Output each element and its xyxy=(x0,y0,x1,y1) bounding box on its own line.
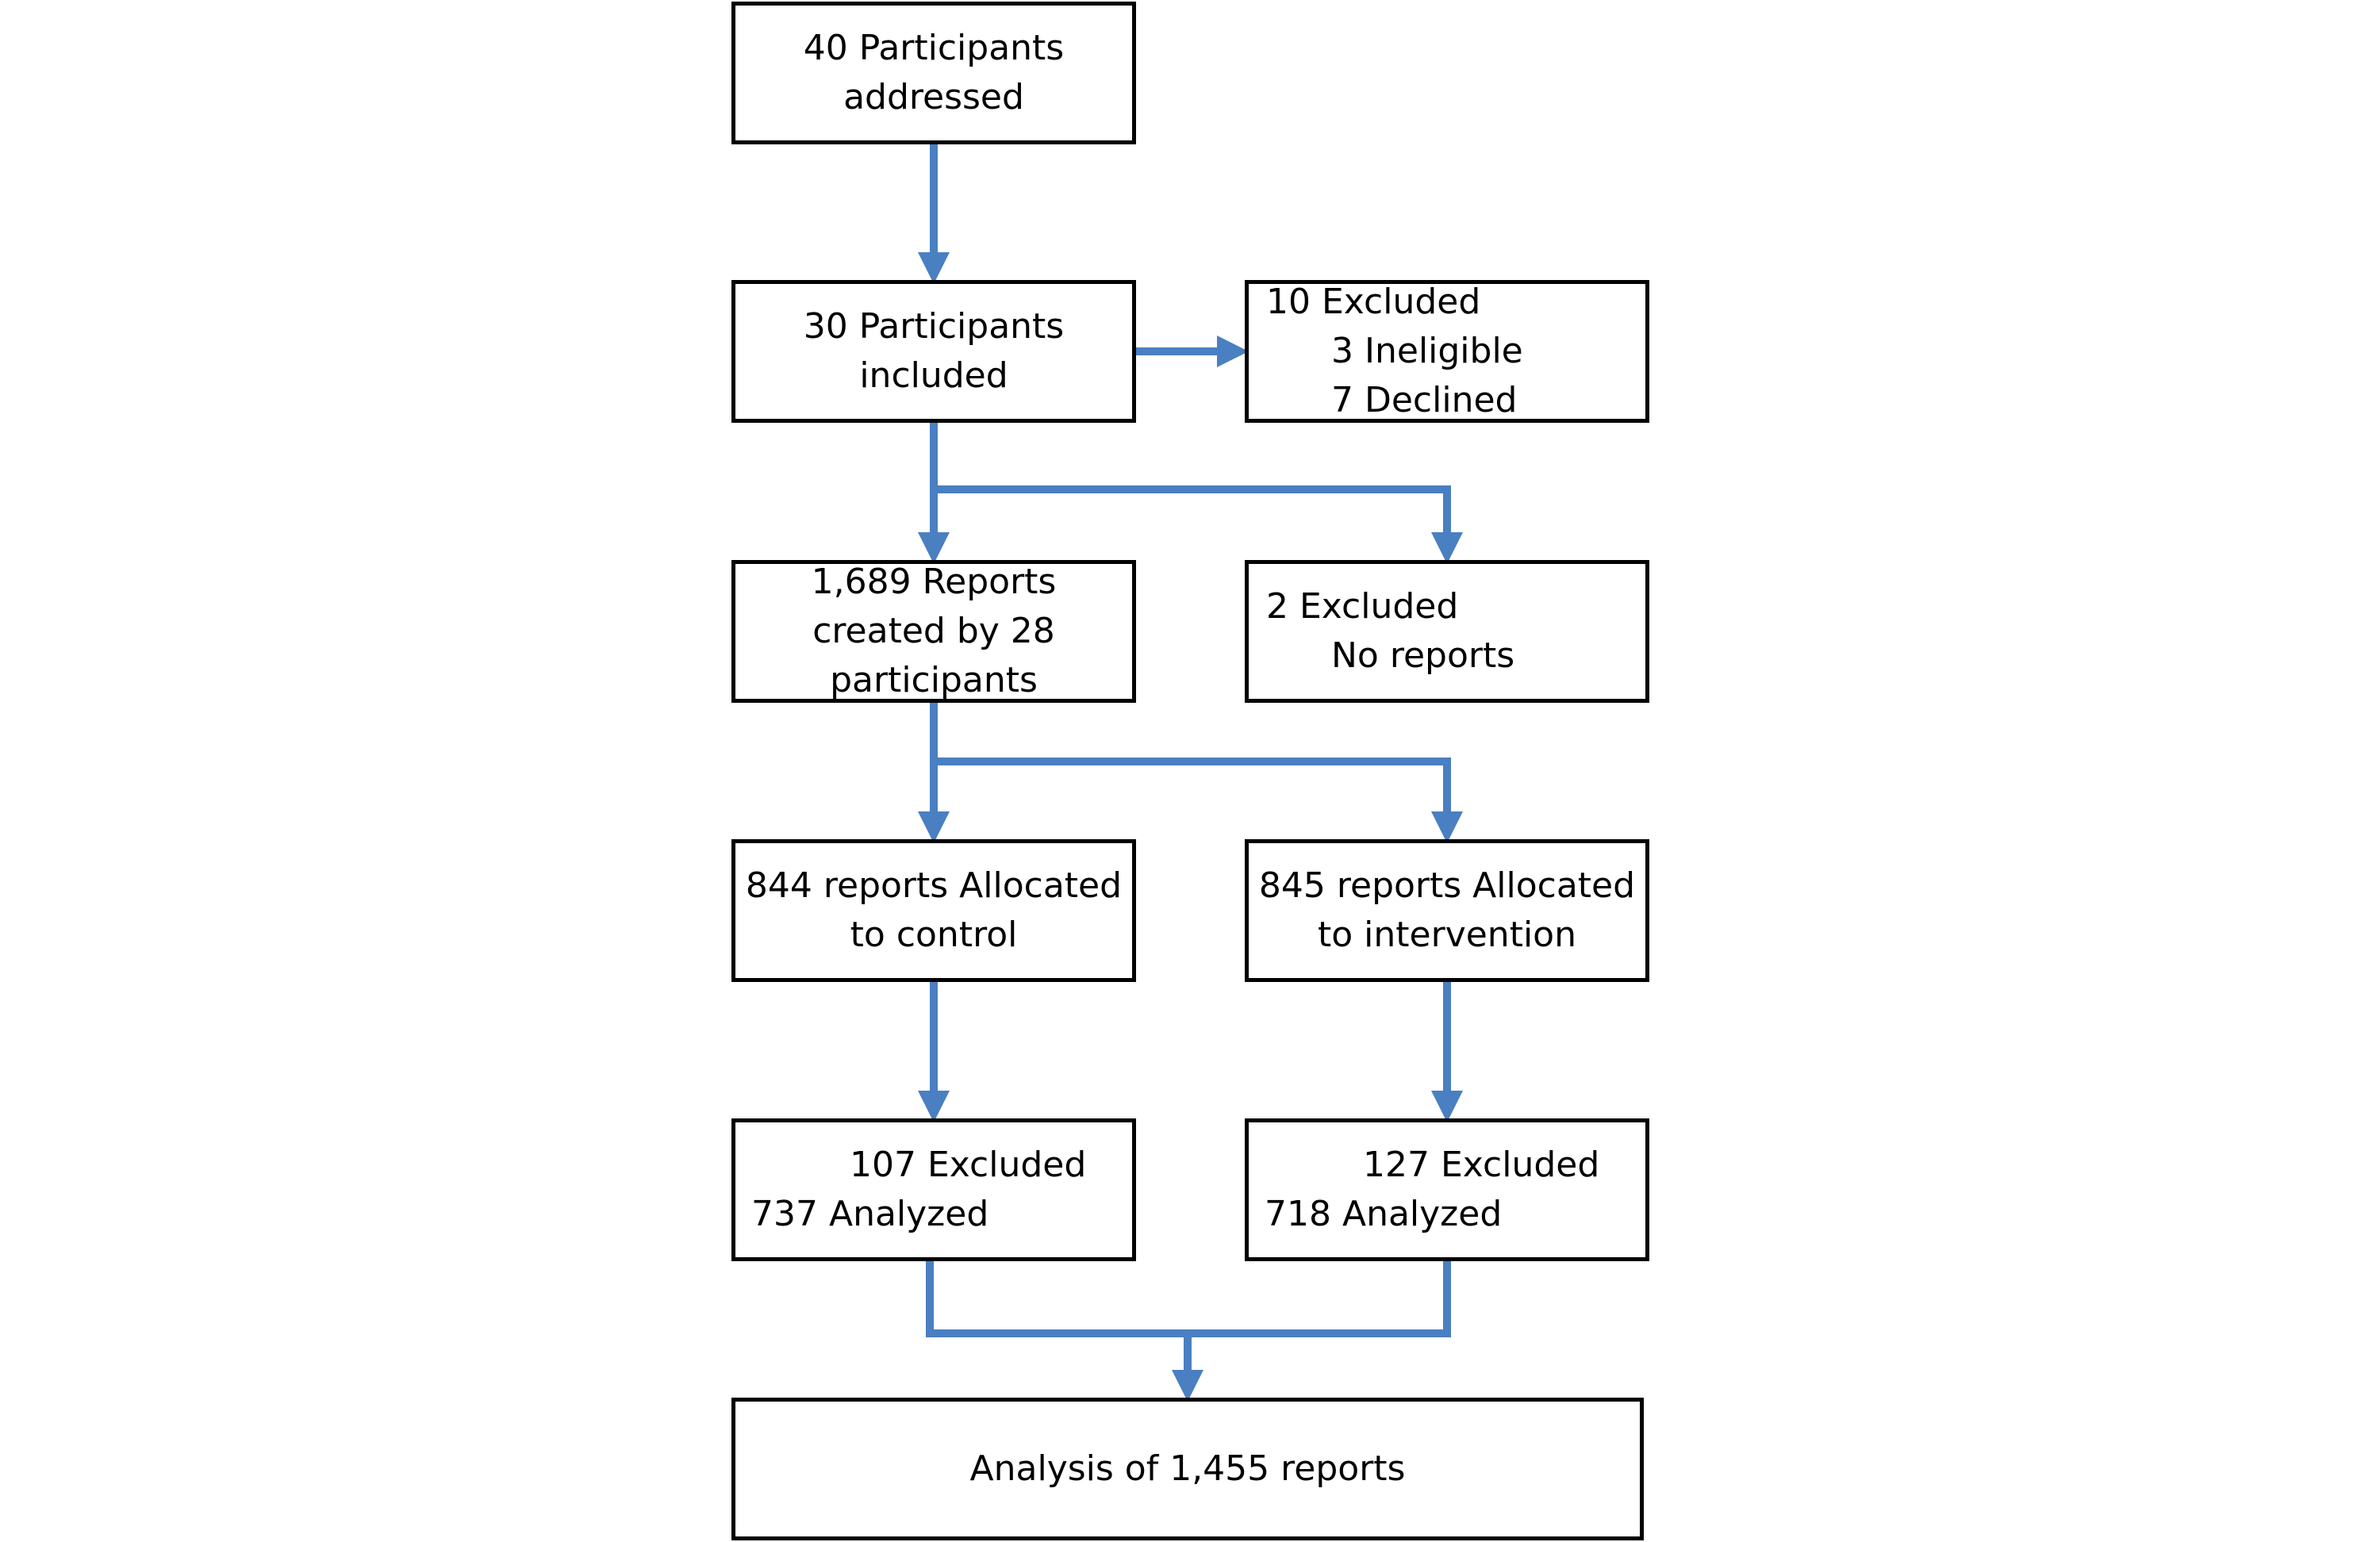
control-outcome-line1: 107 Excluded xyxy=(850,1145,1087,1185)
intervention-outcome-line1: 127 Excluded xyxy=(1363,1145,1600,1185)
reports-created-box: 1,689 Reports created by 28 participants xyxy=(731,560,1136,703)
intervention-outcome-line2: 718 Analyzed xyxy=(1265,1194,1503,1234)
excluded-participants-box: 10 Excluded 3 Ineligible 7 Declined xyxy=(1245,280,1649,423)
allocated-intervention-line1: 845 reports Allocated xyxy=(1258,865,1636,906)
arrow-control-outcome-merge xyxy=(926,1261,1451,1337)
allocated-intervention-line2: to intervention xyxy=(1318,915,1576,955)
included-line2: included xyxy=(859,355,1008,396)
reports-created-line1: 1,689 Reports xyxy=(811,562,1057,602)
allocated-control-box: 844 reports Allocated to control xyxy=(731,839,1136,982)
control-outcome-box: 107 Excluded 737 Analyzed xyxy=(731,1118,1136,1261)
analysis-box: Analysis of 1,455 reports xyxy=(731,1398,1644,1540)
analysis-line1: Analysis of 1,455 reports xyxy=(969,1448,1406,1489)
arrow-included-to-no-reports xyxy=(934,485,1463,564)
allocated-control-line1: 844 reports Allocated xyxy=(745,865,1123,906)
reports-created-line3: participants xyxy=(830,660,1038,700)
excluded-no-reports-line2: No reports xyxy=(1331,635,1515,676)
control-outcome-line2: 737 Analyzed xyxy=(751,1194,989,1234)
excluded-no-reports-box: 2 Excluded No reports xyxy=(1245,560,1649,703)
included-box: 30 Participants included xyxy=(731,280,1136,423)
addressed-line1: 40 Participants xyxy=(803,28,1065,68)
arrow-reports-to-intervention xyxy=(934,758,1463,843)
excluded-participants-line2: 3 Ineligible xyxy=(1331,331,1523,371)
intervention-outcome-box: 127 Excluded 718 Analyzed xyxy=(1245,1118,1649,1261)
addressed-line2: addressed xyxy=(843,77,1024,117)
allocated-intervention-box: 845 reports Allocated to intervention xyxy=(1245,839,1649,982)
allocated-control-line2: to control xyxy=(850,915,1018,955)
reports-created-line2: created by 28 xyxy=(812,611,1055,651)
excluded-participants-line3: 7 Declined xyxy=(1331,380,1518,420)
included-line1: 30 Participants xyxy=(803,306,1065,347)
addressed-box: 40 Participants addressed xyxy=(731,2,1136,144)
excluded-no-reports-line1: 2 Excluded xyxy=(1266,586,1459,627)
excluded-participants-line1: 10 Excluded xyxy=(1266,282,1481,322)
